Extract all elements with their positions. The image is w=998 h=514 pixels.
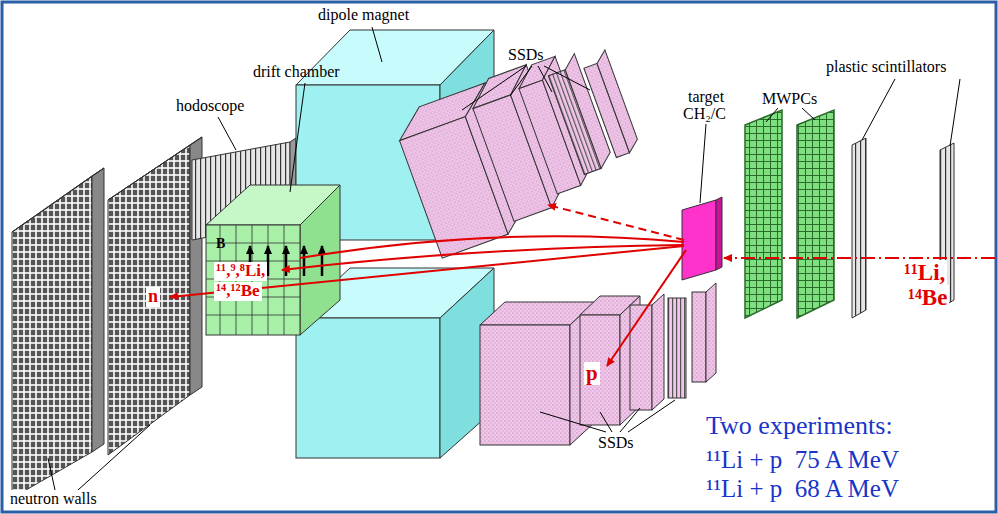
leader-line [544,66,590,90]
leader-line [218,117,236,150]
fragment-label: ¹⁴,¹²Be [214,282,262,301]
part-label: hodoscope [176,97,244,115]
leader-line [766,108,778,122]
leader-line [372,27,382,62]
neutron-wall [92,168,104,452]
leader-line [620,408,640,432]
particle-track [724,257,995,259]
magnetic-field-arrows [321,246,324,276]
note-text: ¹¹Li + p 68 A MeV [706,475,899,503]
silicon-strip-detector [580,315,620,425]
neutron-wall [108,137,202,200]
part-label: target [688,88,724,106]
target [682,197,722,280]
part-label: plastic scintillators [826,58,946,76]
silicon-strip-detector [692,292,706,382]
mwpc-detector [797,110,834,318]
note-text: ¹¹Li + p 75 A MeV [706,446,899,474]
leader-line [862,79,895,140]
drift-chamber [300,185,340,335]
drift-chamber [206,225,300,335]
part-label: MWPCs [762,90,817,108]
leader-line [802,108,815,120]
beam-label: ¹¹Li, [902,260,947,285]
target [682,200,716,280]
particle-track [170,205,995,366]
magnetic-field-arrows [285,246,288,276]
particle-track [548,205,684,240]
leader-line [628,400,675,432]
leader-line [700,124,706,203]
neutron-wall [12,137,202,498]
part-label: dipole magnet [318,6,409,24]
silicon-strip-detector [706,283,716,382]
dipole-magnet [296,318,440,458]
mwpc-detector [745,110,782,318]
part-label: neutron walls [8,490,99,508]
plastic-scintillator [852,138,866,318]
leader-line [600,412,612,432]
leader-line [510,66,532,96]
neutron-wall [12,168,104,232]
fragment-label: ¹¹,⁹,⁸Li, [214,262,267,281]
part-label: SSDs [596,434,636,452]
particle-track [607,250,686,366]
drift-chamber [206,185,340,335]
particle-label: p [584,362,600,385]
leader-line [290,83,305,192]
note-text: Two experiments: [706,412,893,441]
leader-line [540,412,606,432]
mwpc-detector [745,110,834,318]
leader-line [538,66,552,92]
part-label: SSDs [508,46,544,64]
magnetic-field-arrows [303,246,306,276]
silicon-strip-detector [668,298,686,398]
part-label: CH₂/C [683,105,726,123]
silicon-strip-detector [480,283,716,445]
field-label: B [216,236,225,251]
particle-track [300,236,684,258]
silicon-strip-detector [480,325,570,445]
silicon-strip-detector [652,294,664,410]
leader-line [48,458,55,490]
beam-label: ¹⁴Be [906,285,949,310]
leader-line [78,425,150,490]
part-label: drift chamber [253,63,340,81]
drift-chamber [206,225,300,335]
silicon-strip-detector [630,305,652,410]
leader-line [48,27,960,490]
silicon-strip-detector [390,38,653,258]
leader-line [950,79,960,146]
particle-label: n [146,287,160,307]
plastic-scintillator [852,138,954,318]
target [716,197,722,270]
silicon-strip-detector [594,50,641,153]
